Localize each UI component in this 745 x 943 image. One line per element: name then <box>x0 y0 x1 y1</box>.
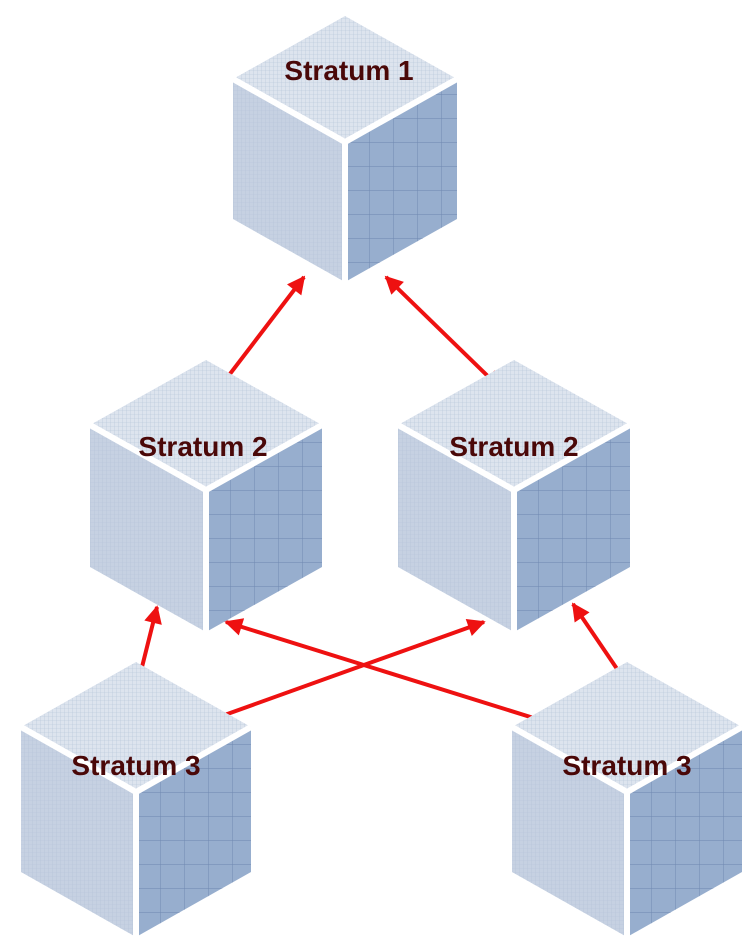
cube-icon <box>398 360 630 632</box>
node-label: Stratum 2 <box>449 431 578 462</box>
node-stratum-3-right: Stratum 3 <box>512 662 742 937</box>
cube-icon <box>512 662 742 937</box>
cube-icon <box>21 662 251 937</box>
node-label: Stratum 3 <box>562 750 691 781</box>
node-stratum-2-right: Stratum 2 <box>398 360 630 632</box>
arrow-stratum2-left-to-stratum3-right <box>226 622 556 725</box>
arrow-stratum1-to-stratum2-right <box>386 277 500 388</box>
cube-icon <box>90 360 322 632</box>
nodes-layer: Stratum 1 Stratum 2 <box>21 16 742 937</box>
node-stratum-1: Stratum 1 <box>233 16 457 282</box>
node-label: Stratum 2 <box>138 431 267 462</box>
node-stratum-3-left: Stratum 3 <box>21 662 251 937</box>
arrow-stratum2-right-to-stratum3-left <box>205 622 484 722</box>
node-label: Stratum 3 <box>71 750 200 781</box>
node-stratum-2-left: Stratum 2 <box>90 360 322 632</box>
node-label: Stratum 1 <box>284 55 413 86</box>
